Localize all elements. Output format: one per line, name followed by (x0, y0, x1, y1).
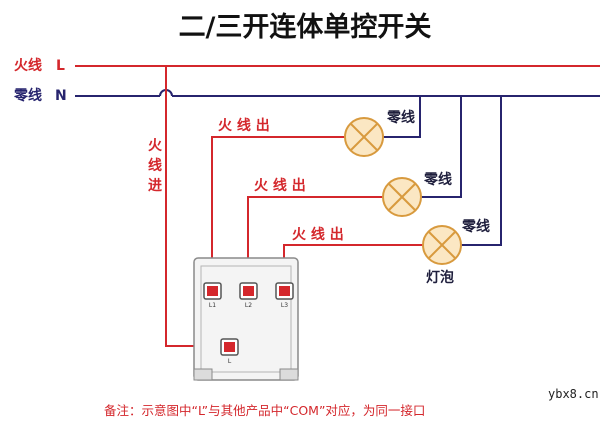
screw-terminal-icon (243, 286, 254, 296)
footnote: 备注：示意图中“L”与其他产品中“COM”对应，为同一接口 (104, 403, 425, 418)
live-out-wires: 火 线 出 火 线 出 火 线 出 (211, 117, 423, 283)
switch-body (193, 257, 299, 381)
live-in-label-3: 进 (148, 178, 162, 194)
terminal-label-l3: L3 (281, 302, 288, 309)
live-in-label-2: 线 (148, 157, 162, 174)
live-out-label-1: 火 线 出 (218, 117, 270, 134)
neutral-label-1: 零线 (386, 109, 415, 126)
screw-terminal-icon (279, 286, 290, 296)
live-out-wire-1 (211, 136, 345, 283)
live-line-letter: L (56, 58, 65, 74)
live-in-label-1: 火 (148, 138, 163, 154)
light-bulb-icon (422, 225, 462, 265)
watermark: ybx8.cn (548, 387, 599, 401)
supply-lines: 火线 L 零线 N (13, 57, 600, 104)
diagram-title: 二/三开连体单控开关 (179, 11, 432, 43)
neutral-return-wires: 零线 零线 零线 (383, 96, 502, 246)
terminal-l2: L2 (239, 282, 258, 309)
live-line-label: 火线 (14, 57, 42, 74)
live-out-wire-3 (283, 244, 423, 283)
live-out-wire-2 (247, 196, 383, 283)
neutral-line-label: 零线 (13, 87, 42, 104)
neutral-label-2: 零线 (423, 171, 452, 188)
light-bulb-icon (344, 117, 384, 157)
terminal-label-common: L (228, 358, 232, 365)
live-out-label-2: 火 线 出 (254, 177, 306, 194)
screw-terminal-icon (224, 342, 235, 352)
light-bulb-icon (382, 177, 422, 217)
terminal-common: L (220, 338, 239, 365)
screw-terminal-icon (207, 286, 218, 296)
terminal-l1: L1 (203, 282, 222, 309)
terminal-l3: L3 (275, 282, 294, 309)
terminal-label-l2: L2 (245, 302, 252, 309)
live-out-label-3: 火 线 出 (292, 226, 344, 243)
neutral-label-3: 零线 (461, 218, 490, 235)
terminal-label-l1: L1 (209, 302, 216, 309)
neutral-line-letter: N (55, 88, 67, 104)
bulb-label: 灯泡 (426, 269, 454, 286)
